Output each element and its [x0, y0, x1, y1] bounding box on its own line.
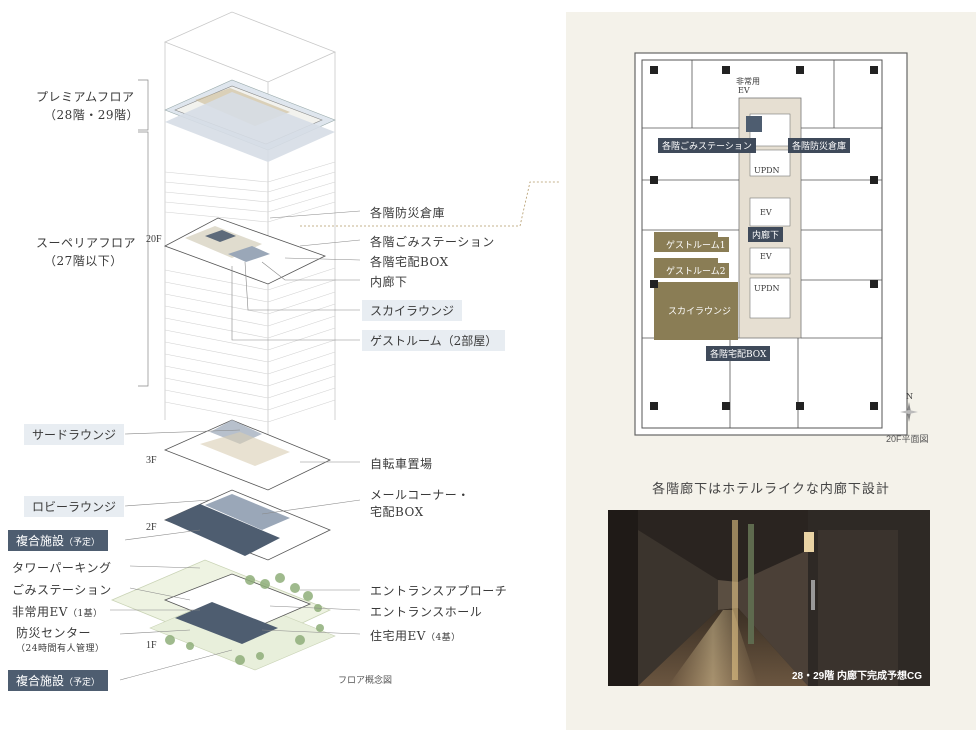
- compass-north-label: N: [906, 392, 913, 401]
- corridor-section-title: 各階廊下はホテルライクな内廊下設計: [652, 482, 890, 497]
- plan-garbage-station-label: 各階ごみステーション: [658, 138, 756, 153]
- superior-floor-range: （27階以下）: [44, 254, 123, 268]
- premium-floor-label: プレミアムフロア: [36, 90, 135, 104]
- guest-room-label: ゲストルーム（2部屋）: [362, 330, 506, 351]
- entrance-approach-label: エントランスアプローチ: [370, 584, 508, 598]
- lobby-lounge-label: ロビーラウンジ: [24, 496, 125, 517]
- floor-tag-3f: 3F: [146, 455, 157, 466]
- floor-tag-1f: 1F: [146, 640, 157, 651]
- garbage-station-1f-label: ごみステーション: [12, 583, 112, 597]
- residential-ev-label: 住宅用EV（4基）: [370, 629, 461, 643]
- compass-icon: [900, 402, 918, 422]
- plan-updn-upper: UPDN: [754, 166, 780, 175]
- tower-parking-label: タワーパーキング: [12, 561, 112, 575]
- plan-corridor-label: 内廊下: [748, 227, 784, 242]
- mail-delivery-box-label: 宅配BOX: [370, 505, 424, 519]
- plan-ev-upper: EV: [760, 208, 772, 217]
- plan-caption: 20F平面図: [886, 434, 929, 444]
- bicycle-parking-label: 自転車置場: [370, 457, 433, 471]
- floor-tag-20f: 20F: [146, 234, 162, 245]
- plan-ev-lower: EV: [760, 252, 772, 261]
- disaster-storage-label: 各階防災倉庫: [370, 206, 446, 220]
- sky-lounge-label: スカイラウンジ: [362, 300, 463, 321]
- plan-sky-lounge: スカイラウンジ: [664, 303, 736, 318]
- floor-concept-diagram: [110, 11, 560, 681]
- corridor-photo-caption: 28・29階 内廊下完成予想CG: [791, 671, 922, 682]
- floor-concept-caption: フロア概念図: [338, 675, 393, 685]
- plan-guest-room-1: ゲストルーム1: [662, 237, 730, 252]
- delivery-box-label: 各階宅配BOX: [370, 255, 449, 269]
- disaster-center-label: 防災センター: [16, 626, 92, 640]
- complex-facility-2f-label: 複合施設（予定）: [8, 530, 109, 551]
- plan-disaster-storage-label: 各階防災倉庫: [788, 138, 851, 153]
- superior-floor-label: スーペリアフロア: [36, 236, 137, 250]
- disaster-center-note: （24時間有人管理）: [16, 644, 105, 654]
- plan-emergency-ev-line1: 非常用: [736, 77, 760, 86]
- floor-tag-2f: 2F: [146, 522, 157, 533]
- plan-updn-lower: UPDN: [754, 284, 780, 293]
- mail-corner-label: メールコーナー・: [370, 488, 470, 502]
- emergency-ev-label: 非常用EV（1基）: [12, 605, 103, 619]
- entrance-hall-label: エントランスホール: [370, 605, 483, 619]
- plan-guest-room-2: ゲストルーム2: [662, 263, 730, 278]
- inner-corridor-label: 内廊下: [370, 275, 408, 289]
- corridor-rendering-image: 28・29階 内廊下完成予想CG: [608, 510, 930, 686]
- plan-emergency-ev-line2: EV: [738, 86, 750, 95]
- plan-delivery-box-label: 各階宅配BOX: [706, 346, 771, 361]
- premium-floor-range: （28階・29階）: [44, 108, 140, 122]
- complex-facility-1f-label: 複合施設（予定）: [8, 670, 109, 691]
- garbage-station-label: 各階ごみステーション: [370, 235, 495, 249]
- third-lounge-label: サードラウンジ: [24, 424, 125, 445]
